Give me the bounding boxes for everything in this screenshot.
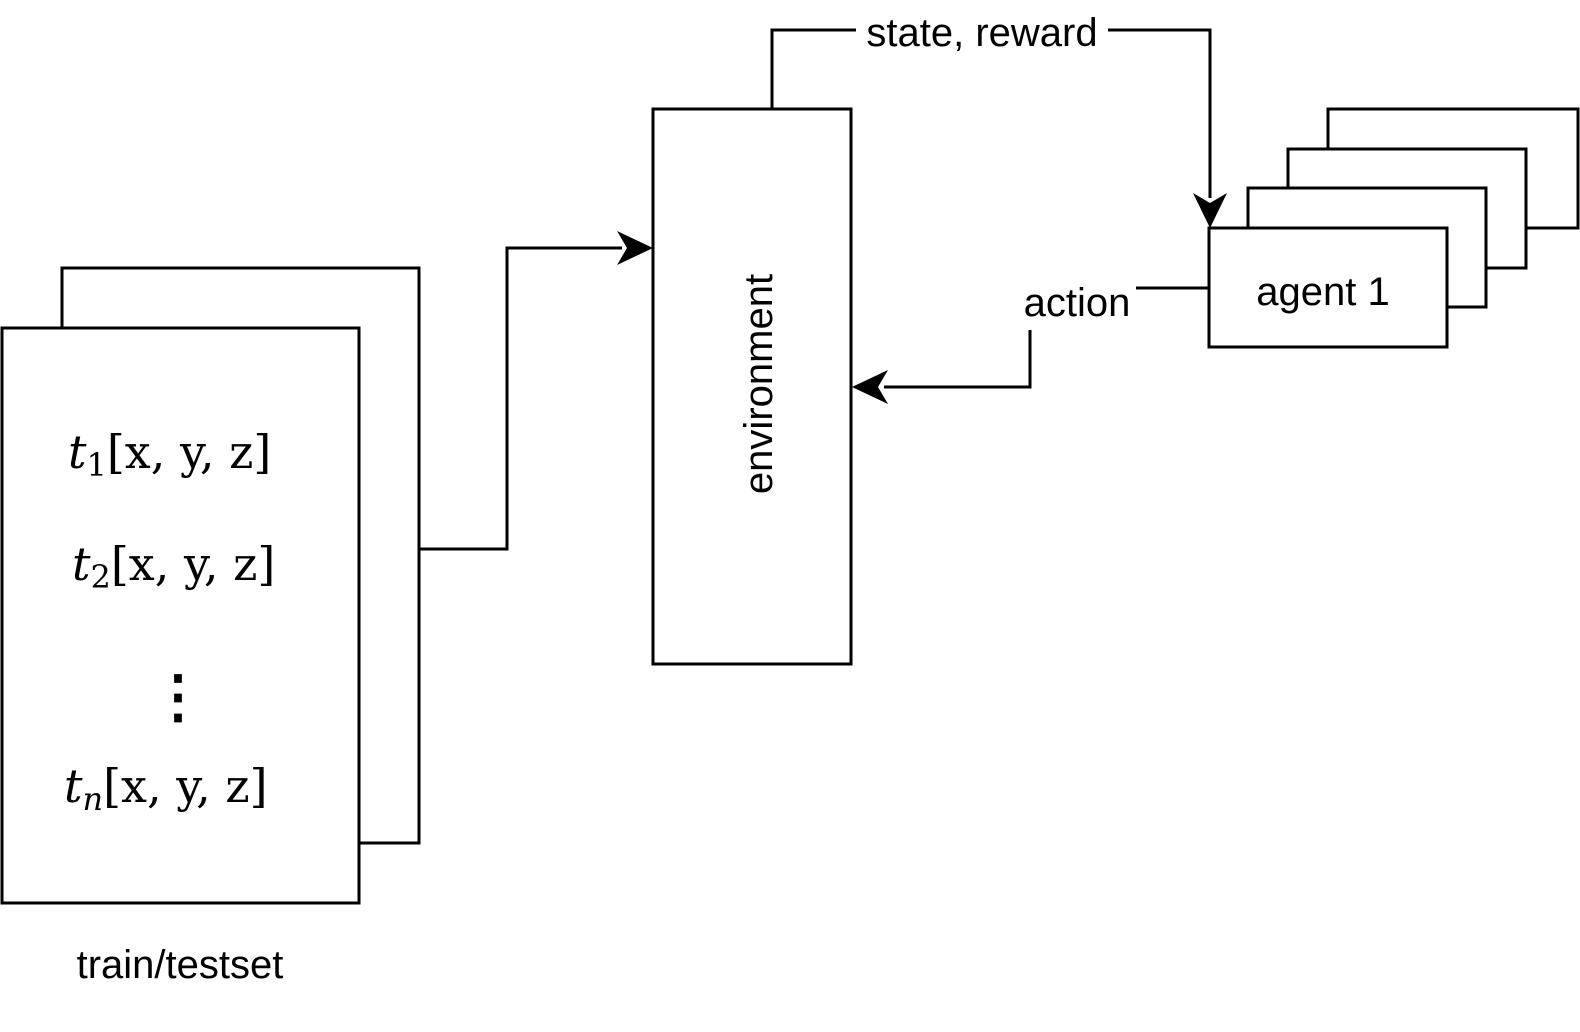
agent-card-1 [1207, 226, 1449, 349]
dataset-stack: t1[x, y, z] t2[x, y, z] ⋮ tn[x, y, z] tr… [0, 266, 421, 987]
arrowhead-left-icon [852, 370, 888, 404]
edge-action: action [852, 280, 1209, 404]
environment-node: environment [651, 107, 853, 666]
dataset-ellipsis: ⋮ [149, 662, 207, 730]
edge-dataset-to-environment [419, 231, 653, 551]
agent-label: agent 1 [1256, 270, 1389, 314]
edge-state-reward: state, reward [770, 10, 1227, 228]
dataset-card-front [0, 326, 361, 905]
action-label: action [1024, 281, 1131, 325]
state-reward-label-bg [856, 10, 1108, 52]
dataset-row-n: tn[x, y, z] [64, 759, 268, 818]
action-label-bg [1016, 280, 1136, 330]
state-reward-label: state, reward [866, 11, 1097, 55]
dataset-row-1: t1[x, y, z] [68, 425, 271, 484]
dataset-row-2: t2[x, y, z] [72, 537, 275, 596]
environment-label: environment [737, 274, 781, 494]
agent-stack: agent 1 [1207, 107, 1580, 349]
arrowhead-down-icon [1193, 193, 1227, 228]
environment-box [651, 107, 853, 666]
dataset-to-environment-line [419, 246, 622, 551]
arrowhead-right-icon [617, 231, 653, 265]
dataset-caption: train/testset [77, 943, 284, 987]
